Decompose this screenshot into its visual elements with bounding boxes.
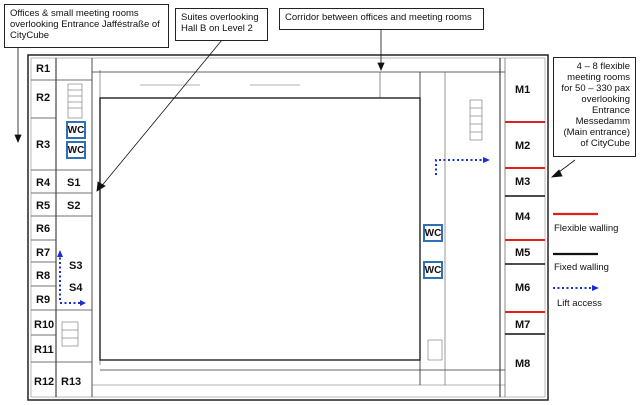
room-r6: R6 xyxy=(36,223,51,235)
legend-flexible-walling: Flexible walling xyxy=(554,223,619,234)
room-r8: R8 xyxy=(36,270,51,282)
room-r13: R13 xyxy=(61,376,82,388)
callout-corridor-text: Corridor between offices and meeting roo… xyxy=(285,12,472,23)
room-r9: R9 xyxy=(36,294,51,306)
wc-left-upper: WC xyxy=(66,121,86,139)
callout-flexible-text: 4 – 8 flexible meeting rooms for 50 – 33… xyxy=(561,61,630,149)
wc-right-upper: WC xyxy=(423,224,443,242)
suite-s4: S4 xyxy=(69,282,83,294)
legend-lift-access: Lift access xyxy=(557,298,602,309)
room-r12: R12 xyxy=(34,376,55,388)
suite-s2: S2 xyxy=(67,200,81,212)
meeting-room-m5: M5 xyxy=(515,247,531,259)
outer-wall xyxy=(27,54,549,401)
room-r11: R11 xyxy=(34,344,54,356)
meeting-room-m4: M4 xyxy=(515,211,531,223)
meeting-room-m1: M1 xyxy=(515,84,531,96)
callout-flexible-rooms: 4 – 8 flexible meeting rooms for 50 – 33… xyxy=(553,57,636,157)
suite-s1: S1 xyxy=(67,177,81,189)
callout-suites: Suites overlooking Hall B on Level 2 xyxy=(175,8,268,41)
callout-corridor: Corridor between offices and meeting roo… xyxy=(279,8,484,30)
callout-offices-text: Offices & small meeting rooms overlookin… xyxy=(10,8,160,41)
meeting-room-m2: M2 xyxy=(515,140,531,152)
wc-right-lower: WC xyxy=(423,261,443,279)
room-r10: R10 xyxy=(34,319,55,331)
hall-b-void xyxy=(99,97,421,361)
callout-suites-text: Suites overlooking Hall B on Level 2 xyxy=(181,12,259,34)
meeting-room-m3: M3 xyxy=(515,176,531,188)
room-r7: R7 xyxy=(36,247,51,259)
suite-s3: S3 xyxy=(69,260,83,272)
meeting-room-m8: M8 xyxy=(515,358,531,370)
legend-fixed-walling: Fixed walling xyxy=(554,262,609,273)
room-r1: R1 xyxy=(36,63,51,75)
room-r2: R2 xyxy=(36,92,51,104)
wc-left-lower: WC xyxy=(66,141,86,159)
meeting-room-m7: M7 xyxy=(515,319,531,331)
meeting-room-m6: M6 xyxy=(515,282,531,294)
room-r5: R5 xyxy=(36,200,51,212)
callout-offices: Offices & small meeting rooms overlookin… xyxy=(4,4,169,48)
room-r4: R4 xyxy=(36,177,51,189)
room-r3: R3 xyxy=(36,139,51,151)
